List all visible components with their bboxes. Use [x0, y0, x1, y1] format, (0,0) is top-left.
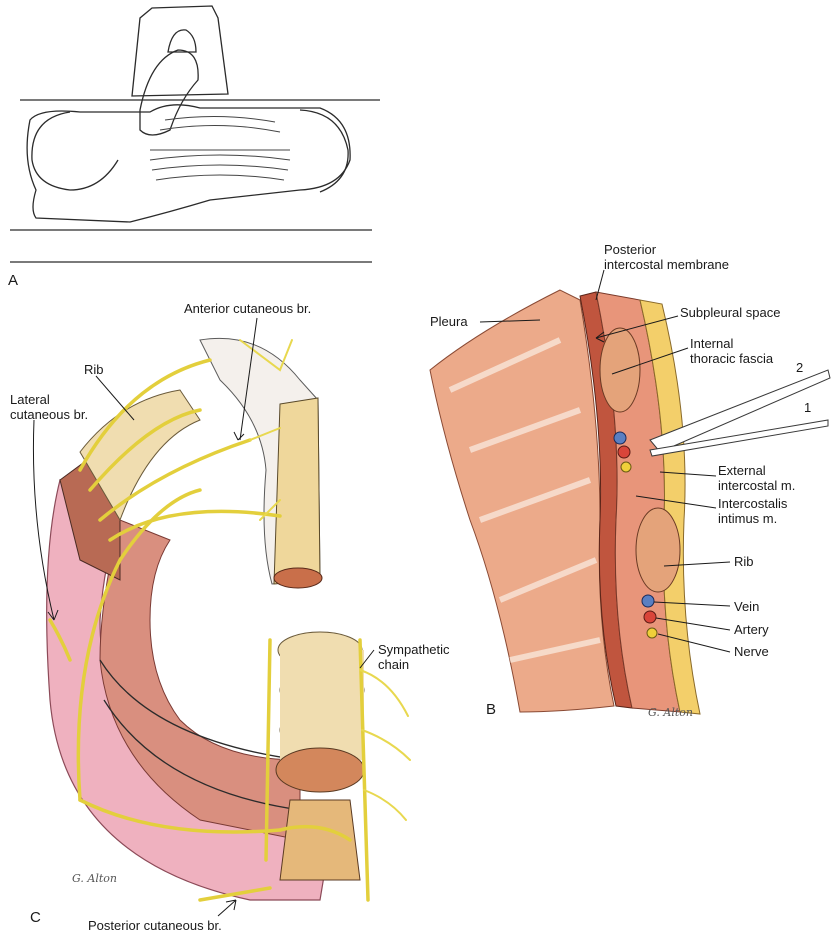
artery-upper	[617, 445, 631, 459]
sternum-segment	[273, 397, 321, 585]
leader-vein	[653, 601, 731, 607]
label-rib-b: Rib	[734, 554, 754, 569]
nerve-lateral-cutaneous	[48, 618, 72, 662]
label-rib-c: Rib	[84, 362, 104, 377]
vein-lower	[641, 594, 655, 608]
rib-cross-section-lower	[635, 507, 681, 593]
panel-c-letter: C	[30, 909, 41, 926]
pleura-fibers	[448, 337, 601, 663]
sympathetic-branch-3	[363, 789, 407, 821]
label-nerve: Nerve	[734, 644, 769, 659]
nerve-upper-1	[78, 358, 212, 472]
vertebral-column	[275, 631, 365, 881]
label-internal-thoracic-fascia-line2: thoracic fascia	[690, 351, 774, 366]
label-external-intercostal-line2: intercostal m.	[718, 478, 795, 493]
sympathetic-branch-2	[361, 729, 411, 761]
intercostal-band-line-1	[99, 659, 301, 761]
label-posterior-intercostal-membrane-line1: Posterior	[604, 242, 657, 257]
arrowhead-anterior-cutaneous	[233, 431, 245, 441]
label-internal-thoracic-fascia-line1: Internal	[690, 336, 733, 351]
leader-sympathetic-chain	[359, 649, 375, 669]
signature-panel-c: G. Alton	[72, 872, 117, 885]
anterior-twig-3	[259, 499, 281, 521]
label-artery: Artery	[734, 622, 769, 637]
nerve-upper-2	[88, 408, 202, 492]
nerve-anterior-branch	[108, 509, 282, 542]
sternum-cut-surface	[273, 567, 323, 589]
label-needle-1: 1	[804, 400, 811, 415]
leader-anterior-cutaneous	[239, 317, 258, 441]
leader-nerve	[657, 633, 731, 653]
sympathetic-trunk-right	[358, 638, 370, 902]
infant-rib-cage-sketch	[149, 115, 291, 181]
label-needle-2: 2	[796, 360, 803, 375]
needle-2	[649, 369, 831, 453]
leader-internal-thoracic-fascia	[611, 347, 689, 375]
leader-posterior-intercostal-membrane	[595, 269, 605, 301]
pleura-surface	[429, 289, 615, 713]
infant-hand	[167, 29, 197, 53]
infant-head	[31, 111, 119, 191]
label-intercostalis-intimus-line1: Intercostalis	[718, 496, 788, 511]
nerve-to-spinal	[278, 824, 352, 842]
vein-upper	[613, 431, 627, 445]
sympathetic-branch-1	[359, 669, 409, 717]
panel-b-letter: B	[486, 701, 496, 718]
label-anterior-cutaneous-br: Anterior cutaneous br.	[184, 301, 311, 316]
panel-c-chest-wall-nerves: Anterior cutaneous br. Rib Lateral cutan…	[10, 301, 450, 933]
label-posterior-cutaneous-br: Posterior cutaneous br.	[88, 918, 222, 933]
leader-pleura	[479, 319, 541, 323]
infant-legs	[299, 109, 349, 193]
nerve-upper-section	[620, 461, 632, 473]
anterior-twig-2	[249, 427, 281, 441]
label-vein: Vein	[734, 599, 759, 614]
label-sympathetic-chain-line2: chain	[378, 657, 409, 672]
label-subpleural-space: Subpleural space	[680, 305, 780, 320]
nerve-posterior-cutaneous	[198, 886, 272, 902]
rib-cross-section-upper	[599, 327, 641, 413]
nerve-anterior-cutaneous	[98, 438, 252, 522]
anterior-twig-1	[239, 339, 293, 372]
leader-subpleural-space	[595, 315, 679, 339]
arrowhead-lateral-cutaneous	[47, 609, 59, 621]
panel-b-intercostal-cross-section: Posterior intercostal membrane Pleura Su…	[429, 242, 831, 719]
leader-external-intercostal	[659, 471, 717, 477]
panel-a-letter: A	[8, 272, 18, 289]
label-intercostalis-intimus-line2: intimus m.	[718, 511, 777, 526]
panel-a-infant-prone-illustration: A	[8, 5, 380, 289]
pillow-shape	[131, 5, 229, 97]
label-sympathetic-chain-line1: Sympathetic	[378, 642, 450, 657]
vertebral-arch	[279, 799, 361, 881]
leader-rib-b	[663, 561, 731, 567]
leader-rib-c	[95, 375, 135, 421]
nerve-lower-section	[646, 627, 658, 639]
arrowhead-subpleural-space	[595, 331, 605, 343]
leader-posterior-cutaneous	[217, 899, 237, 917]
signature-panel-b: G. Alton	[648, 706, 693, 719]
leader-lateral-cutaneous	[32, 419, 55, 621]
infant-arm	[139, 49, 199, 136]
artery-lower	[643, 610, 657, 624]
infant-body	[26, 104, 351, 223]
vertebral-body-cut	[275, 747, 365, 793]
label-lateral-cutaneous-line2: cutaneous br.	[10, 407, 88, 422]
leader-artery	[655, 617, 731, 631]
leader-intercostalis-intimus	[635, 495, 717, 509]
sympathetic-trunk-left	[264, 638, 272, 862]
intercostal-nerves	[48, 339, 411, 902]
label-external-intercostal-line1: External	[718, 463, 766, 478]
nerve-main-intercostal	[76, 488, 202, 802]
label-lateral-cutaneous-line1: Lateral	[10, 392, 50, 407]
label-pleura: Pleura	[430, 314, 468, 329]
nerve-posterior-run	[78, 798, 282, 834]
label-posterior-intercostal-membrane-line2: intercostal membrane	[604, 257, 729, 272]
needle-1	[649, 419, 829, 457]
